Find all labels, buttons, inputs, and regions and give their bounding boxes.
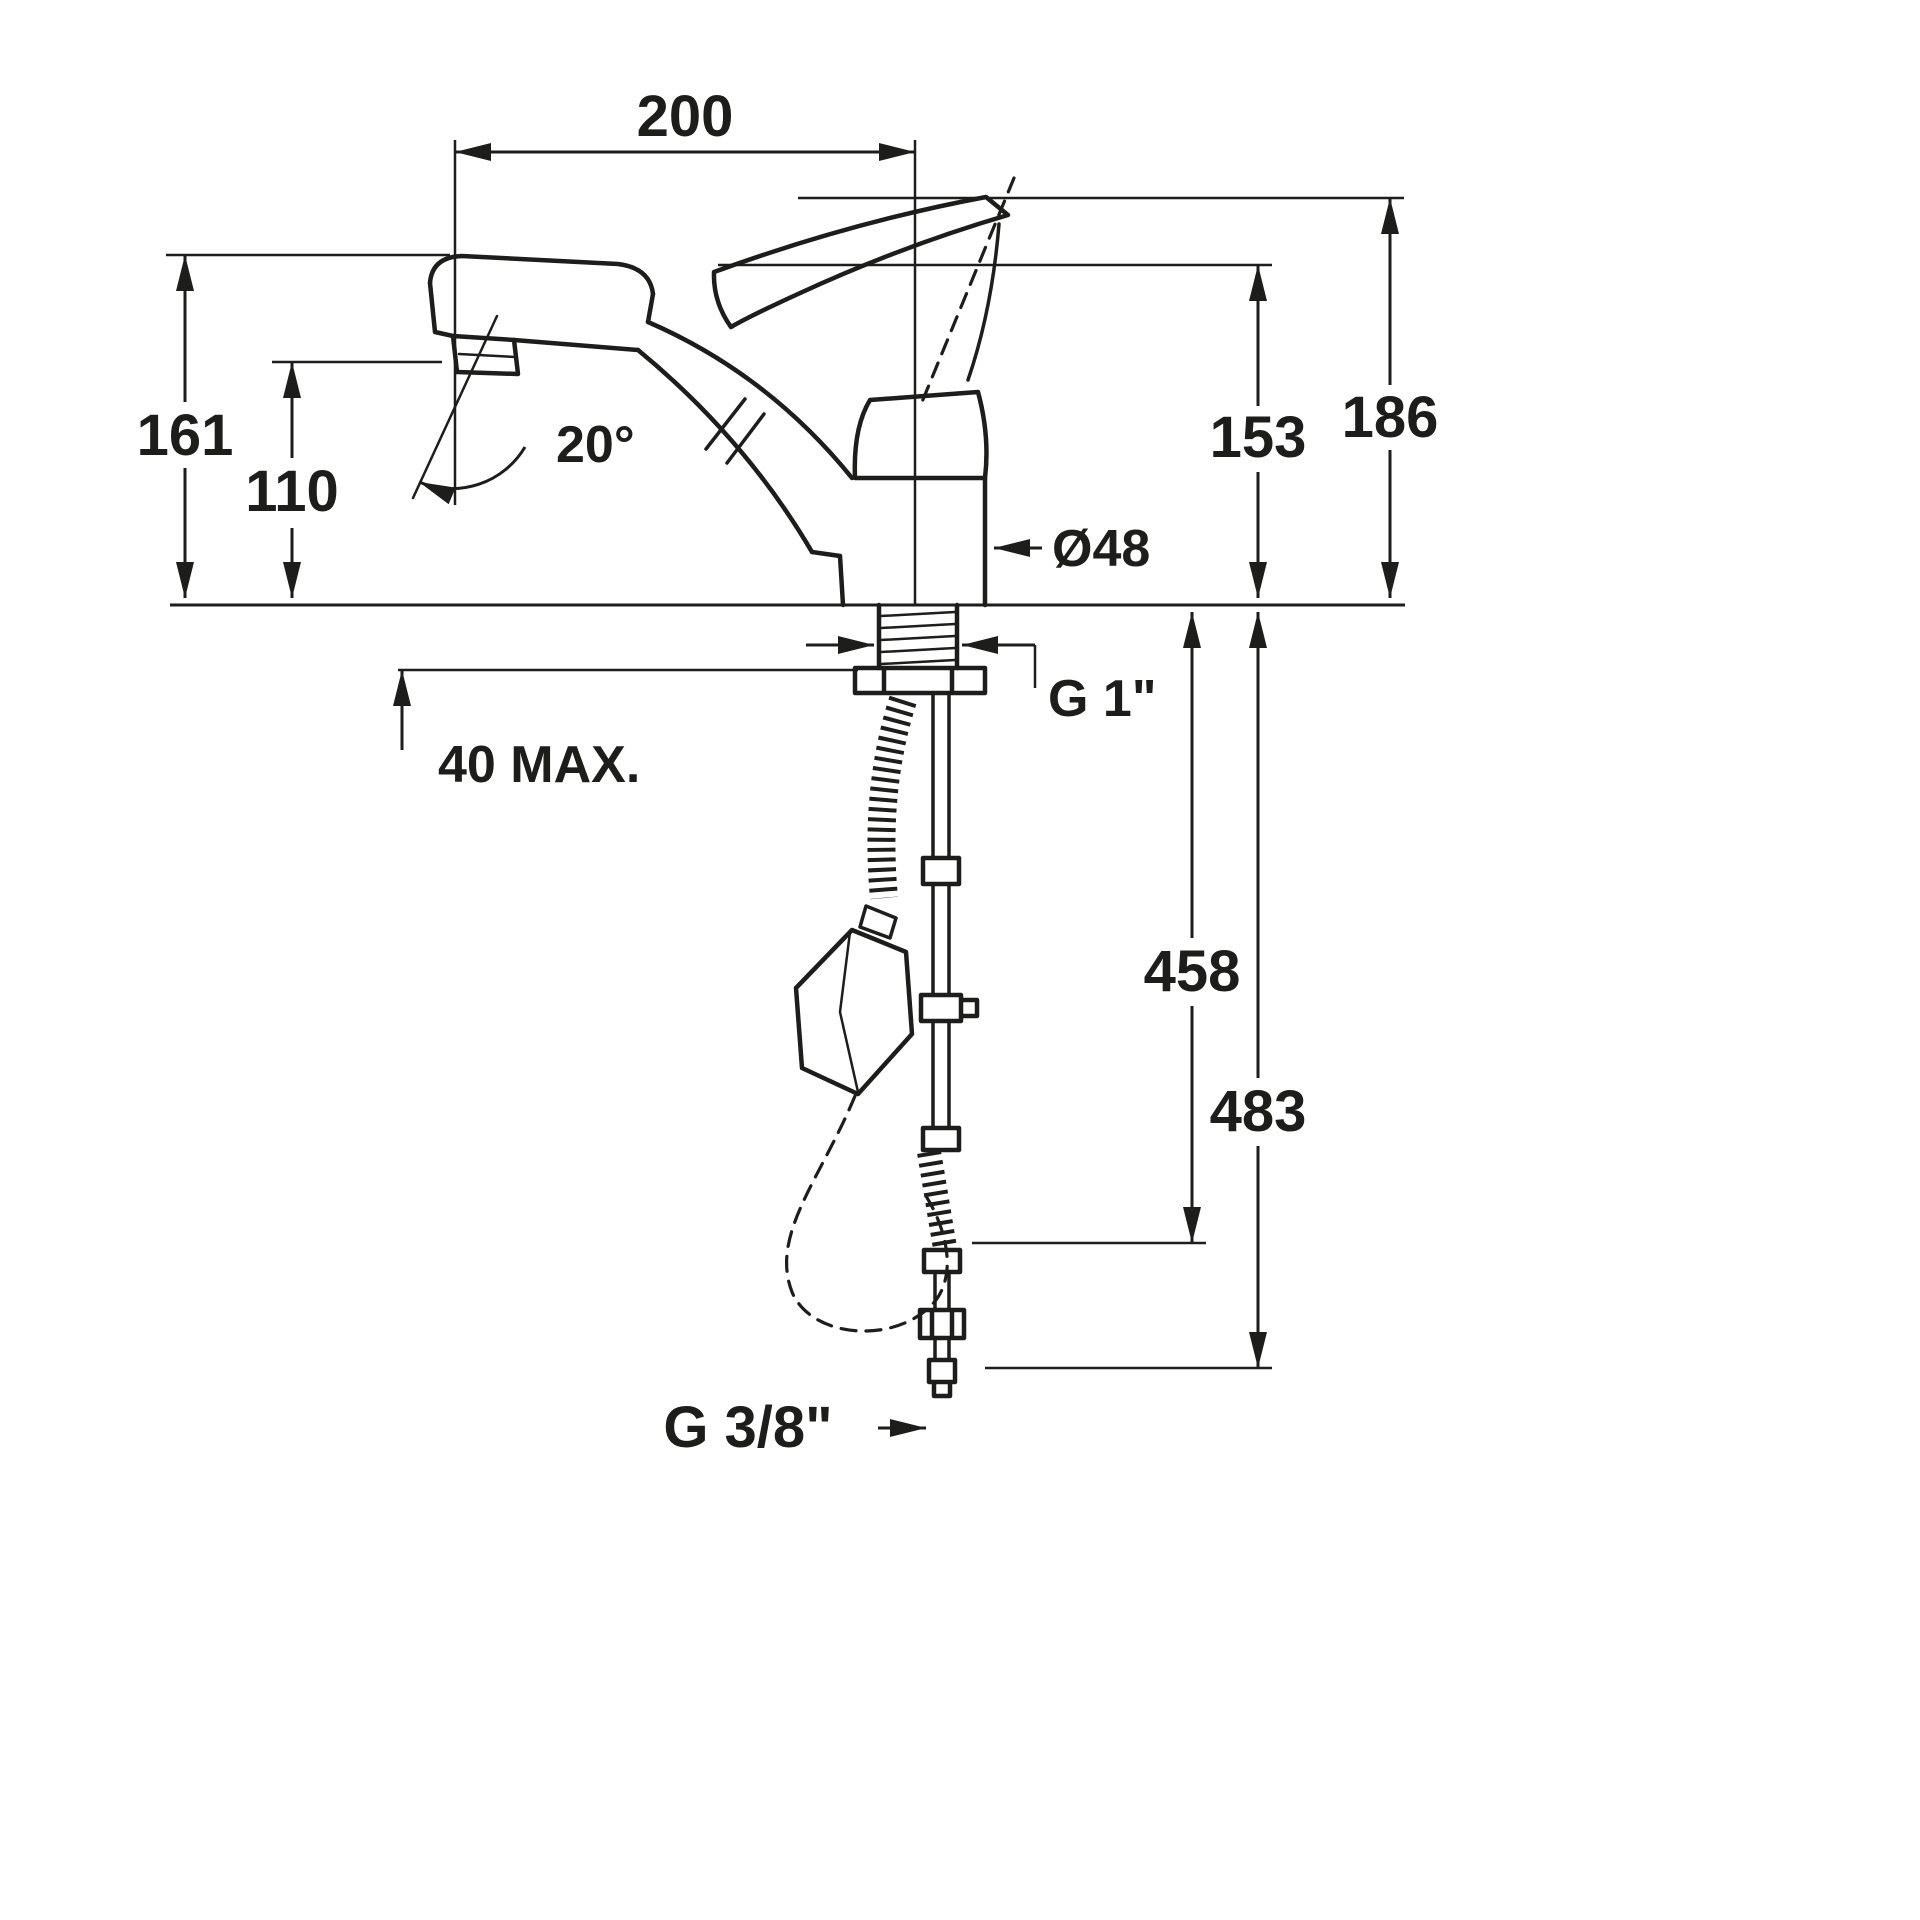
shank-threads xyxy=(879,610,957,666)
pull-out-hose-corrugated xyxy=(867,695,917,900)
label-hose-drop-length: 458 xyxy=(1144,939,1241,1004)
hose-weight-facet xyxy=(838,930,860,1094)
spout-release-band xyxy=(704,397,766,465)
lever-rear-edge xyxy=(966,222,1001,382)
label-body-diameter: Ø48 xyxy=(1052,520,1150,578)
label-max-mounting-thickness: 40 MAX. xyxy=(438,736,640,794)
dimension-labels: 200 161 110 20° 153 186 Ø48 G 1" 40 MAX.… xyxy=(137,84,1439,1460)
connector-stem xyxy=(933,1336,951,1362)
label-spout-angle: 20° xyxy=(556,416,635,474)
mounting-nut xyxy=(852,665,988,696)
spout-top-edge xyxy=(645,319,855,481)
faucet-outline xyxy=(427,176,1016,608)
supply-pipe-upper xyxy=(931,691,951,860)
lever-handle xyxy=(711,194,1011,330)
hose-weight-collar xyxy=(858,904,898,940)
angle-leader-line xyxy=(411,314,499,500)
label-spout-reach: 200 xyxy=(637,84,734,149)
label-mounting-thread: G 1" xyxy=(1048,670,1156,728)
spray-head-top xyxy=(427,253,656,297)
cartridge-cap xyxy=(852,389,989,481)
spray-head-bottom xyxy=(511,337,641,353)
label-total-height: 186 xyxy=(1342,385,1439,450)
reference-lines xyxy=(166,140,1405,1370)
connector-tip xyxy=(926,1357,958,1399)
spout-body-junction xyxy=(809,549,843,559)
connector-hex-nut xyxy=(917,1307,967,1341)
connector-pipe xyxy=(933,1270,951,1312)
hose-weight xyxy=(793,927,915,1097)
spout-bottom-edge xyxy=(635,347,815,555)
spray-nozzle-seam xyxy=(457,352,517,359)
supply-fitting-1 xyxy=(920,855,962,887)
mounting-shank xyxy=(876,602,960,671)
supply-pipe-lower xyxy=(931,1019,951,1130)
label-supply-drop-length: 483 xyxy=(1210,1079,1307,1144)
hose-loop-dashed xyxy=(785,1094,949,1333)
label-height-to-outlet: 110 xyxy=(245,459,339,524)
supply-fitting-2 xyxy=(920,1125,962,1153)
supply-valve xyxy=(918,992,980,1024)
body-left-edge xyxy=(837,553,846,608)
spray-head-right xyxy=(645,291,656,325)
spray-nozzle xyxy=(450,333,521,377)
angle-arc-20 xyxy=(418,446,527,505)
dimension-lines xyxy=(176,143,1399,1437)
label-height-to-handle-base: 153 xyxy=(1210,405,1307,470)
connector-nut-upper xyxy=(921,1247,963,1275)
under-counter-parts xyxy=(785,602,988,1399)
label-height-to-spout-top: 161 xyxy=(137,403,234,468)
supply-hose-braided xyxy=(917,1150,957,1250)
supply-pipe-mid xyxy=(931,882,951,997)
label-supply-thread: G 3/8" xyxy=(663,1395,832,1460)
lever-tilt-axis-dashed xyxy=(920,176,1016,404)
spray-head-left xyxy=(427,280,456,339)
